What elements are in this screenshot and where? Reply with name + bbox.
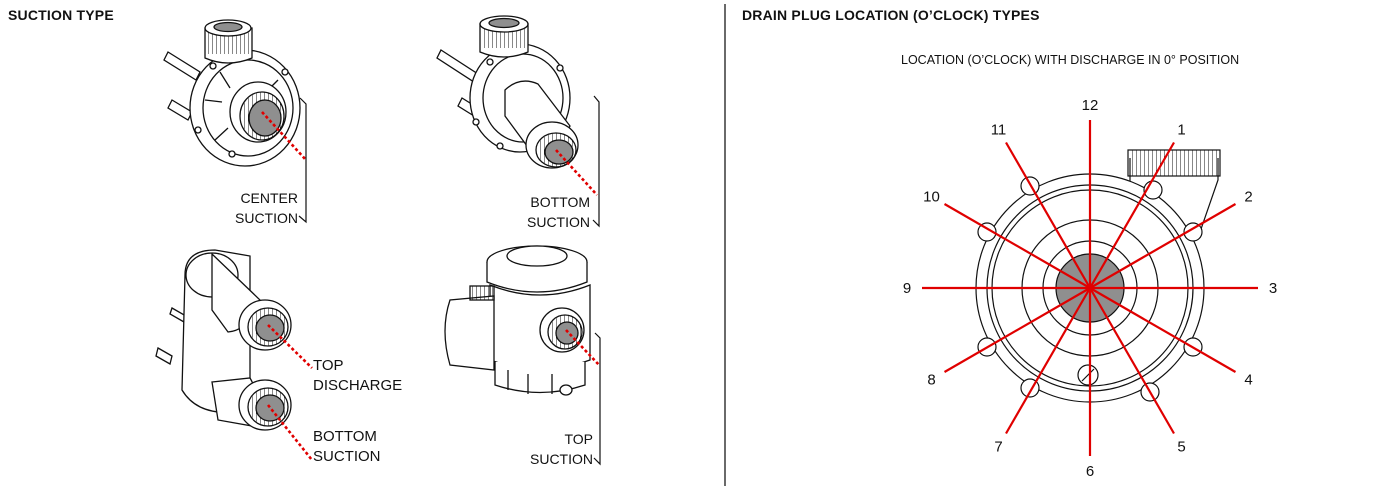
panel-divider [724, 4, 726, 486]
clock-number-12: 12 [1082, 97, 1099, 114]
clock-number-9: 9 [903, 280, 911, 297]
clock-line-5 [1089, 287, 1175, 435]
bottom-suction-bracket-a [592, 95, 600, 228]
clock-line-1 [1089, 141, 1175, 289]
top-suction-bracket [593, 332, 601, 466]
drain-plug-title: DRAIN PLUG LOCATION (O’CLOCK) TYPES [742, 7, 1040, 23]
clock-line-8 [943, 287, 1091, 373]
clock-number-7: 7 [994, 439, 1002, 456]
clock-number-6: 6 [1086, 463, 1094, 480]
drain-plug-subtitle: LOCATION (O’CLOCK) WITH DISCHARGE IN 0° … [901, 53, 1240, 67]
center-suction-pump-drawing [163, 19, 301, 167]
bottom-suction-pump-drawing [436, 15, 579, 169]
suction-type-title: SUCTION TYPE [8, 7, 114, 23]
top-discharge-pump-drawing [155, 249, 292, 431]
clock-number-5: 5 [1177, 439, 1185, 456]
clock-number-1: 1 [1177, 122, 1185, 139]
clock-number-10: 10 [923, 189, 940, 206]
clock-number-4: 4 [1244, 372, 1252, 389]
clock-indicator-lines [922, 120, 1258, 456]
clock-number-3: 3 [1269, 280, 1277, 297]
center-suction-bracket [298, 97, 307, 224]
clock-number-11: 11 [991, 122, 1007, 139]
clock-line-2 [1089, 203, 1237, 289]
top-discharge-indicator [267, 324, 313, 369]
clock-line-11 [1005, 141, 1091, 289]
top-suction-pump-drawing [444, 245, 591, 396]
bottom-suction-indicator-a [555, 149, 598, 196]
bottom-suction-indicator-b [266, 404, 314, 461]
clock-line-7 [1005, 287, 1091, 435]
clock-line-4 [1089, 287, 1237, 373]
clock-line-10 [943, 203, 1091, 289]
clock-number-2: 2 [1244, 189, 1252, 206]
clock-number-8: 8 [927, 372, 935, 389]
top-suction-indicator [565, 329, 601, 367]
